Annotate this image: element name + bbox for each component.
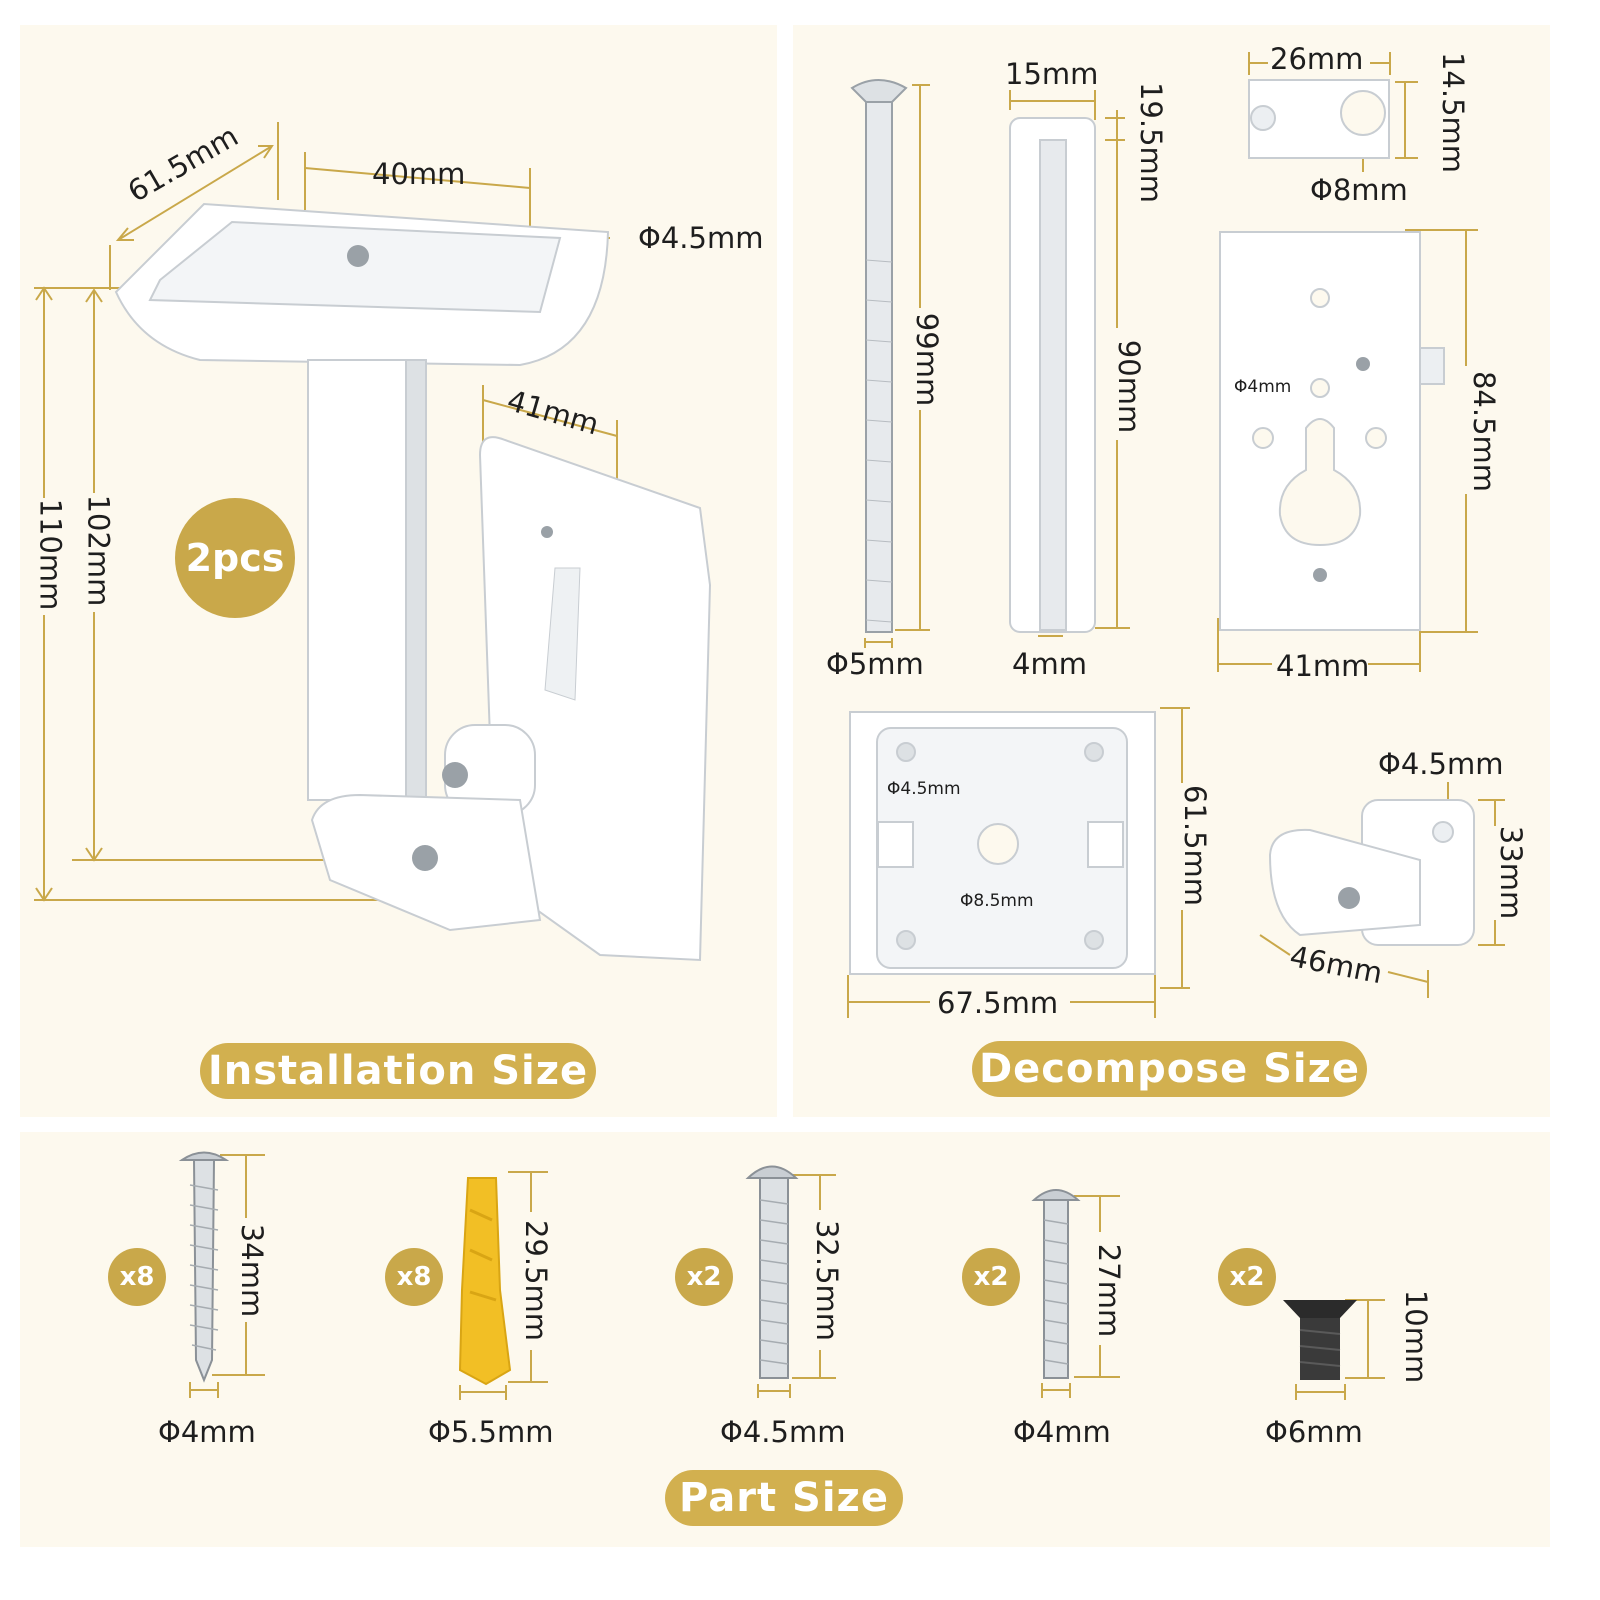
part1-qty-badge: x8 <box>108 1248 166 1306</box>
part5-diameter-label: Φ6mm <box>1265 1415 1363 1449</box>
installation-size-title: Installation Size <box>200 1043 596 1099</box>
tube-bottom-label: 4mm <box>1012 647 1087 681</box>
tube-width-label: 15mm <box>1005 57 1099 91</box>
clip-hole-label: Φ8mm <box>1310 173 1408 207</box>
joint-hole-label: Φ4.5mm <box>1378 747 1504 781</box>
part1-diameter-label: Φ4mm <box>158 1415 256 1449</box>
part4-length-label: 27mm <box>1092 1243 1127 1338</box>
part2-length-label: 29.5mm <box>519 1219 554 1342</box>
quantity-badge: 2pcs <box>175 498 295 618</box>
part3-length-label: 32.5mm <box>810 1219 845 1342</box>
part2-qty-badge: x8 <box>385 1248 443 1306</box>
bolt-diameter-label: Φ5mm <box>826 647 924 681</box>
part4-qty-badge: x2 <box>962 1248 1020 1306</box>
part-size-title: Part Size <box>665 1470 903 1526</box>
top-plate-small-hole-label: Φ4.5mm <box>887 779 961 799</box>
part1-length-label: 34mm <box>235 1223 270 1318</box>
clip-width-label: 26mm <box>1270 42 1364 76</box>
part5-qty-badge: x2 <box>1218 1248 1276 1306</box>
top-plate-center-hole-label: Φ8.5mm <box>960 891 1034 911</box>
install-hole-label: Φ4.5mm <box>638 221 764 255</box>
part3-qty-badge: x2 <box>675 1248 733 1306</box>
install-width-label: 40mm <box>372 157 466 191</box>
part3-diameter-label: Φ4.5mm <box>720 1415 846 1449</box>
decompose-size-title: Decompose Size <box>972 1041 1367 1097</box>
part2-diameter-label: Φ5.5mm <box>428 1415 554 1449</box>
wall-plate-width-label: 41mm <box>1276 649 1370 683</box>
wall-plate-hole-label: Φ4mm <box>1234 377 1292 397</box>
top-plate-width-label: 67.5mm <box>937 986 1059 1020</box>
part4-diameter-label: Φ4mm <box>1013 1415 1111 1449</box>
part5-length-label: 10mm <box>1399 1289 1434 1384</box>
